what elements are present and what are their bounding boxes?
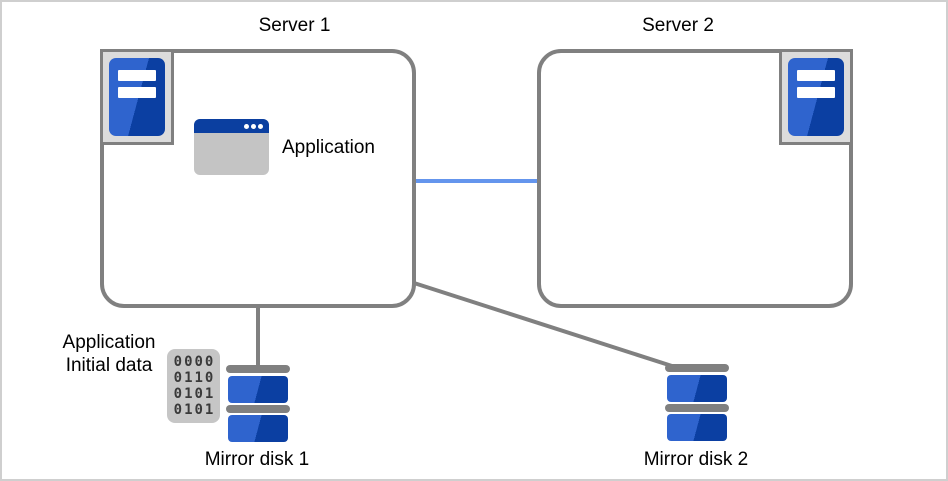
server1-title: Server 1 <box>258 15 331 36</box>
server1-box <box>100 49 416 308</box>
server2-title: Server 2 <box>642 15 714 36</box>
server2-frame <box>779 49 853 145</box>
binary-row: 0101 <box>173 402 216 418</box>
window-dot-icon <box>251 124 256 129</box>
disk-cap-icon <box>226 365 290 373</box>
disk-platter-icon <box>667 414 727 441</box>
server1-tower-icon <box>109 58 165 136</box>
tower-slot-icon <box>118 87 156 98</box>
disk-platter-icon <box>228 376 288 403</box>
application-label: Application <box>282 137 375 158</box>
binary-row: 0110 <box>173 370 216 386</box>
server1-disk2-line <box>413 281 673 368</box>
mirror-disk-1-icon <box>226 365 290 442</box>
disk-cap-icon <box>665 404 729 412</box>
mirror-disk-1-label: Mirror disk 1 <box>204 449 310 470</box>
initial-data-line2: Initial data <box>65 355 153 376</box>
server1-frame <box>100 49 174 145</box>
disk-cap-icon <box>226 405 290 413</box>
application-window-icon <box>194 119 269 175</box>
disk-platter-icon <box>667 375 727 402</box>
window-titlebar-icon <box>194 119 269 133</box>
binary-data-icon: 0000 0110 0101 0101 <box>167 349 220 423</box>
server2-box <box>537 49 853 308</box>
disk-platter-icon <box>228 415 288 442</box>
binary-row: 0101 <box>173 386 216 402</box>
tower-slot-icon <box>118 70 156 81</box>
window-dot-icon <box>244 124 249 129</box>
initial-data-line1: Application <box>62 332 156 353</box>
tower-slot-icon <box>797 87 835 98</box>
disk-cap-icon <box>665 364 729 372</box>
mirror-disk-2-icon <box>665 364 729 441</box>
window-dot-icon <box>258 124 263 129</box>
server2-tower-icon <box>788 58 844 136</box>
tower-slot-icon <box>797 70 835 81</box>
mirror-disk-2-label: Mirror disk 2 <box>643 449 749 470</box>
initial-data-label: Application Initial data <box>40 331 178 377</box>
binary-row: 0000 <box>173 354 216 370</box>
